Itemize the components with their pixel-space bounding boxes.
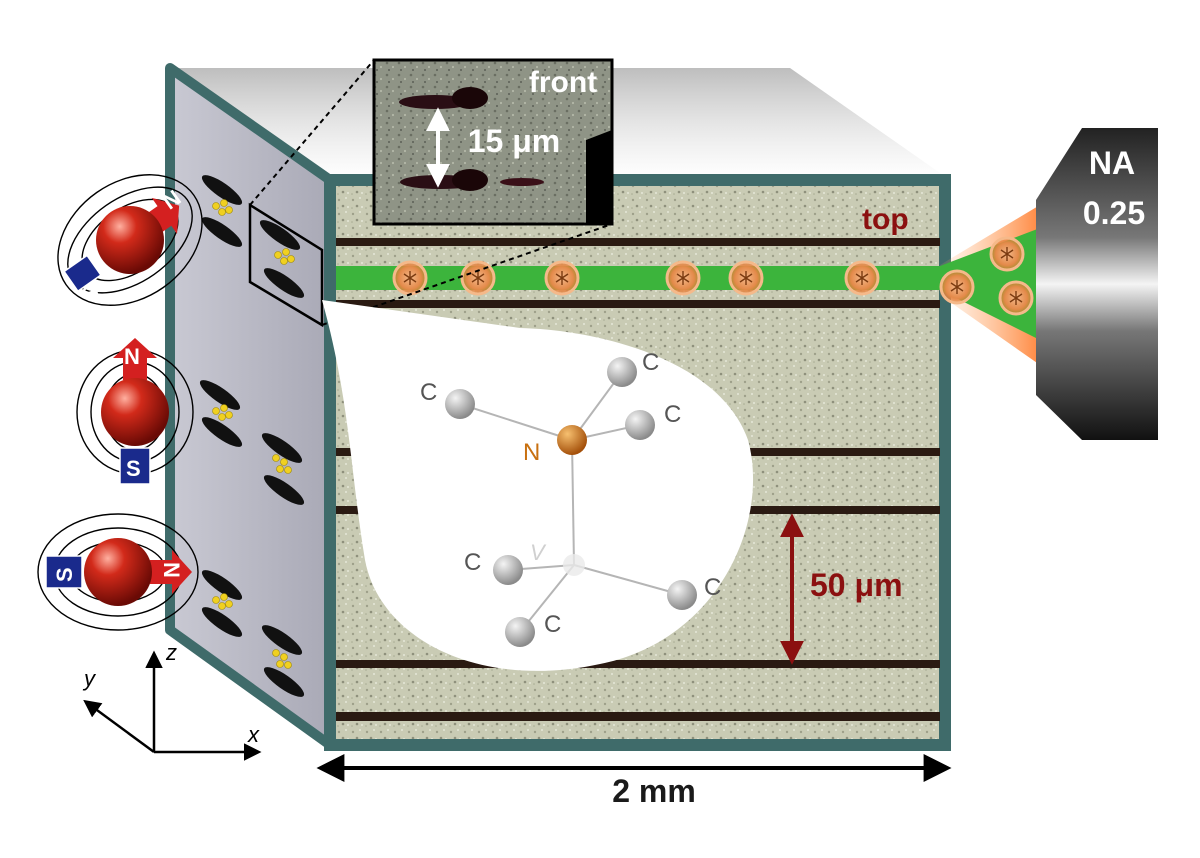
- nitrogen-atom: [557, 425, 587, 455]
- carbon-atom: [493, 555, 523, 585]
- nv-center-icon: [939, 269, 975, 305]
- svg-text:C: C: [664, 401, 681, 428]
- na-value: 0.25: [1083, 195, 1145, 231]
- nv-center-icon: [665, 260, 701, 296]
- svg-text:C: C: [544, 611, 561, 638]
- svg-text:N: N: [159, 562, 184, 578]
- carbon-atom: [607, 357, 637, 387]
- zoom-connector: [321, 223, 613, 326]
- axis-y-label: y: [82, 666, 97, 691]
- na-label: NA: [1089, 145, 1135, 181]
- svg-text:N: N: [523, 439, 540, 466]
- spacing-label: 50 μm: [810, 567, 903, 603]
- nv-molecule: C C C C C C N V: [420, 349, 721, 647]
- magnet-horizontal: S N: [37, 513, 199, 631]
- nv-center-icon: [544, 260, 580, 296]
- objective-lens-icon: [1036, 128, 1158, 440]
- zoom-connector: [249, 59, 375, 206]
- front-face: [165, 63, 335, 750]
- nv-center-icon: [460, 260, 496, 296]
- svg-text:S: S: [126, 456, 141, 481]
- svg-text:S: S: [52, 567, 77, 582]
- nv-clusters: [212, 199, 295, 669]
- svg-text:C: C: [420, 379, 437, 406]
- axis-x-label: x: [247, 722, 260, 747]
- magnet-vertical: S N: [76, 338, 194, 485]
- nv-center-icon: [998, 280, 1034, 316]
- front-label: front: [529, 66, 597, 99]
- carbon-atom: [445, 389, 475, 419]
- nv-center-icon: [392, 260, 428, 296]
- magnifier-bubble: [322, 300, 754, 671]
- front-face-marks: [199, 175, 305, 697]
- nv-centers: [392, 236, 1034, 316]
- svg-text:V: V: [530, 540, 547, 565]
- front-inset: front 15 μm: [372, 58, 614, 226]
- inset-scale-label: 15 μm: [468, 123, 561, 159]
- svg-text:C: C: [704, 574, 721, 601]
- svg-text:C: C: [464, 549, 481, 576]
- axis-z-label: z: [165, 640, 177, 665]
- vacancy-site: [563, 554, 585, 576]
- svg-text:C: C: [642, 349, 659, 376]
- nv-center-icon: [989, 236, 1025, 272]
- width-label: 2 mm: [612, 773, 696, 809]
- nv-center-icon: [728, 260, 764, 296]
- carbon-atom: [625, 410, 655, 440]
- nv-center-icon: [844, 260, 880, 296]
- svg-text:N: N: [124, 344, 140, 369]
- top-label: top: [862, 203, 909, 236]
- coordinate-axes: [83, 650, 262, 761]
- carbon-atom: [505, 617, 535, 647]
- carbon-atom: [667, 580, 697, 610]
